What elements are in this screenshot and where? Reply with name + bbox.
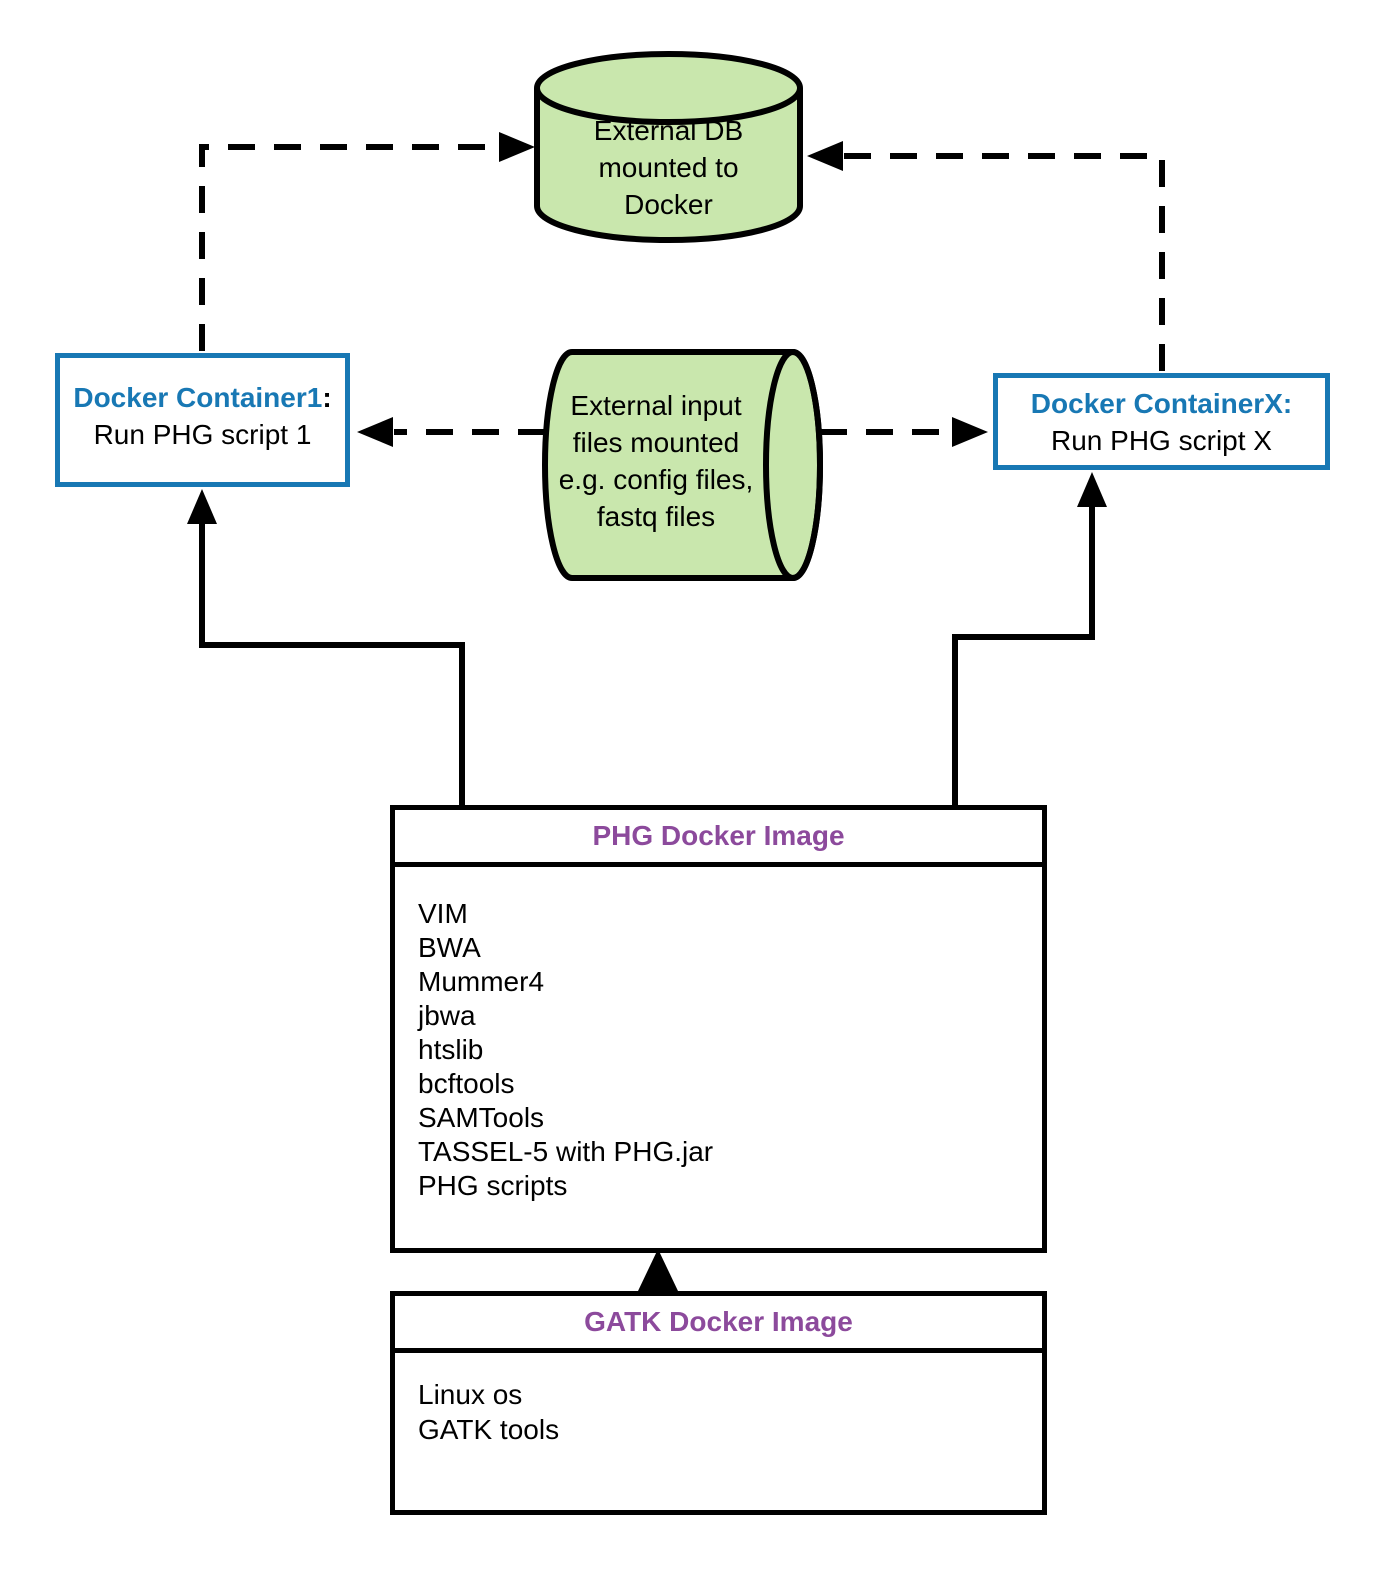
- docker-containerx-node: Docker ContainerX: Run PHG script X: [993, 373, 1330, 470]
- list-item: PHG scripts: [418, 1170, 568, 1201]
- list-item: BWA: [418, 932, 481, 963]
- container1-subtitle: Run PHG script 1: [93, 419, 312, 450]
- list-item: VIM: [418, 898, 468, 929]
- connector-containerx-to-db: [844, 153, 1165, 371]
- arrowhead-container1-bottom: [187, 489, 217, 524]
- arrowhead-containerx-left: [952, 417, 988, 447]
- external-db-cylinder-lid: [534, 87, 803, 125]
- container1-title-colon: :: [322, 382, 332, 413]
- gatk-docker-image-node: GATK Docker Image Linux os GATK tools: [390, 1291, 1047, 1515]
- connector-container1-to-db: [199, 144, 498, 351]
- external-db-label: External DB mounted to Docker: [593, 115, 744, 220]
- arrowhead-gatk-to-phg: [638, 1249, 678, 1291]
- arrowhead-container1-right: [357, 417, 393, 447]
- container1-title: Docker Container1:: [73, 379, 331, 416]
- list-item: bcftools: [418, 1068, 515, 1099]
- gatk-image-item-list: Linux os GATK tools: [395, 1353, 1042, 1447]
- external-db-cylinder: [534, 51, 803, 243]
- arrowhead-containerx-bottom: [1077, 472, 1107, 507]
- list-item: Linux os: [418, 1379, 523, 1410]
- list-item: SAMTools: [418, 1102, 545, 1133]
- container1-title-text: Docker Container1: [73, 382, 323, 413]
- external-input-cylinder-cap: [763, 349, 823, 581]
- list-item: jbwa: [418, 1000, 476, 1031]
- list-item: htslib: [418, 1034, 484, 1065]
- docker-container1-node: Docker Container1: Run PHG script 1: [55, 353, 350, 487]
- external-input-label: External input files mounted e.g. config…: [558, 390, 754, 532]
- arrowhead-db-left: [499, 132, 535, 162]
- containerx-subtitle: Run PHG script X: [1051, 424, 1272, 456]
- phg-image-title: PHG Docker Image: [395, 810, 1042, 867]
- gatk-image-title: GATK Docker Image: [395, 1296, 1042, 1353]
- containerx-title: Docker ContainerX:: [1030, 387, 1293, 419]
- list-item: GATK tools: [418, 1414, 560, 1445]
- list-item: TASSEL-5 with PHG.jar: [418, 1136, 714, 1167]
- connector-phg-to-containerx: [952, 505, 1095, 807]
- arrowhead-db-right: [807, 141, 843, 171]
- connector-phg-to-container1: [199, 522, 465, 807]
- list-item: Mummer4: [418, 966, 545, 997]
